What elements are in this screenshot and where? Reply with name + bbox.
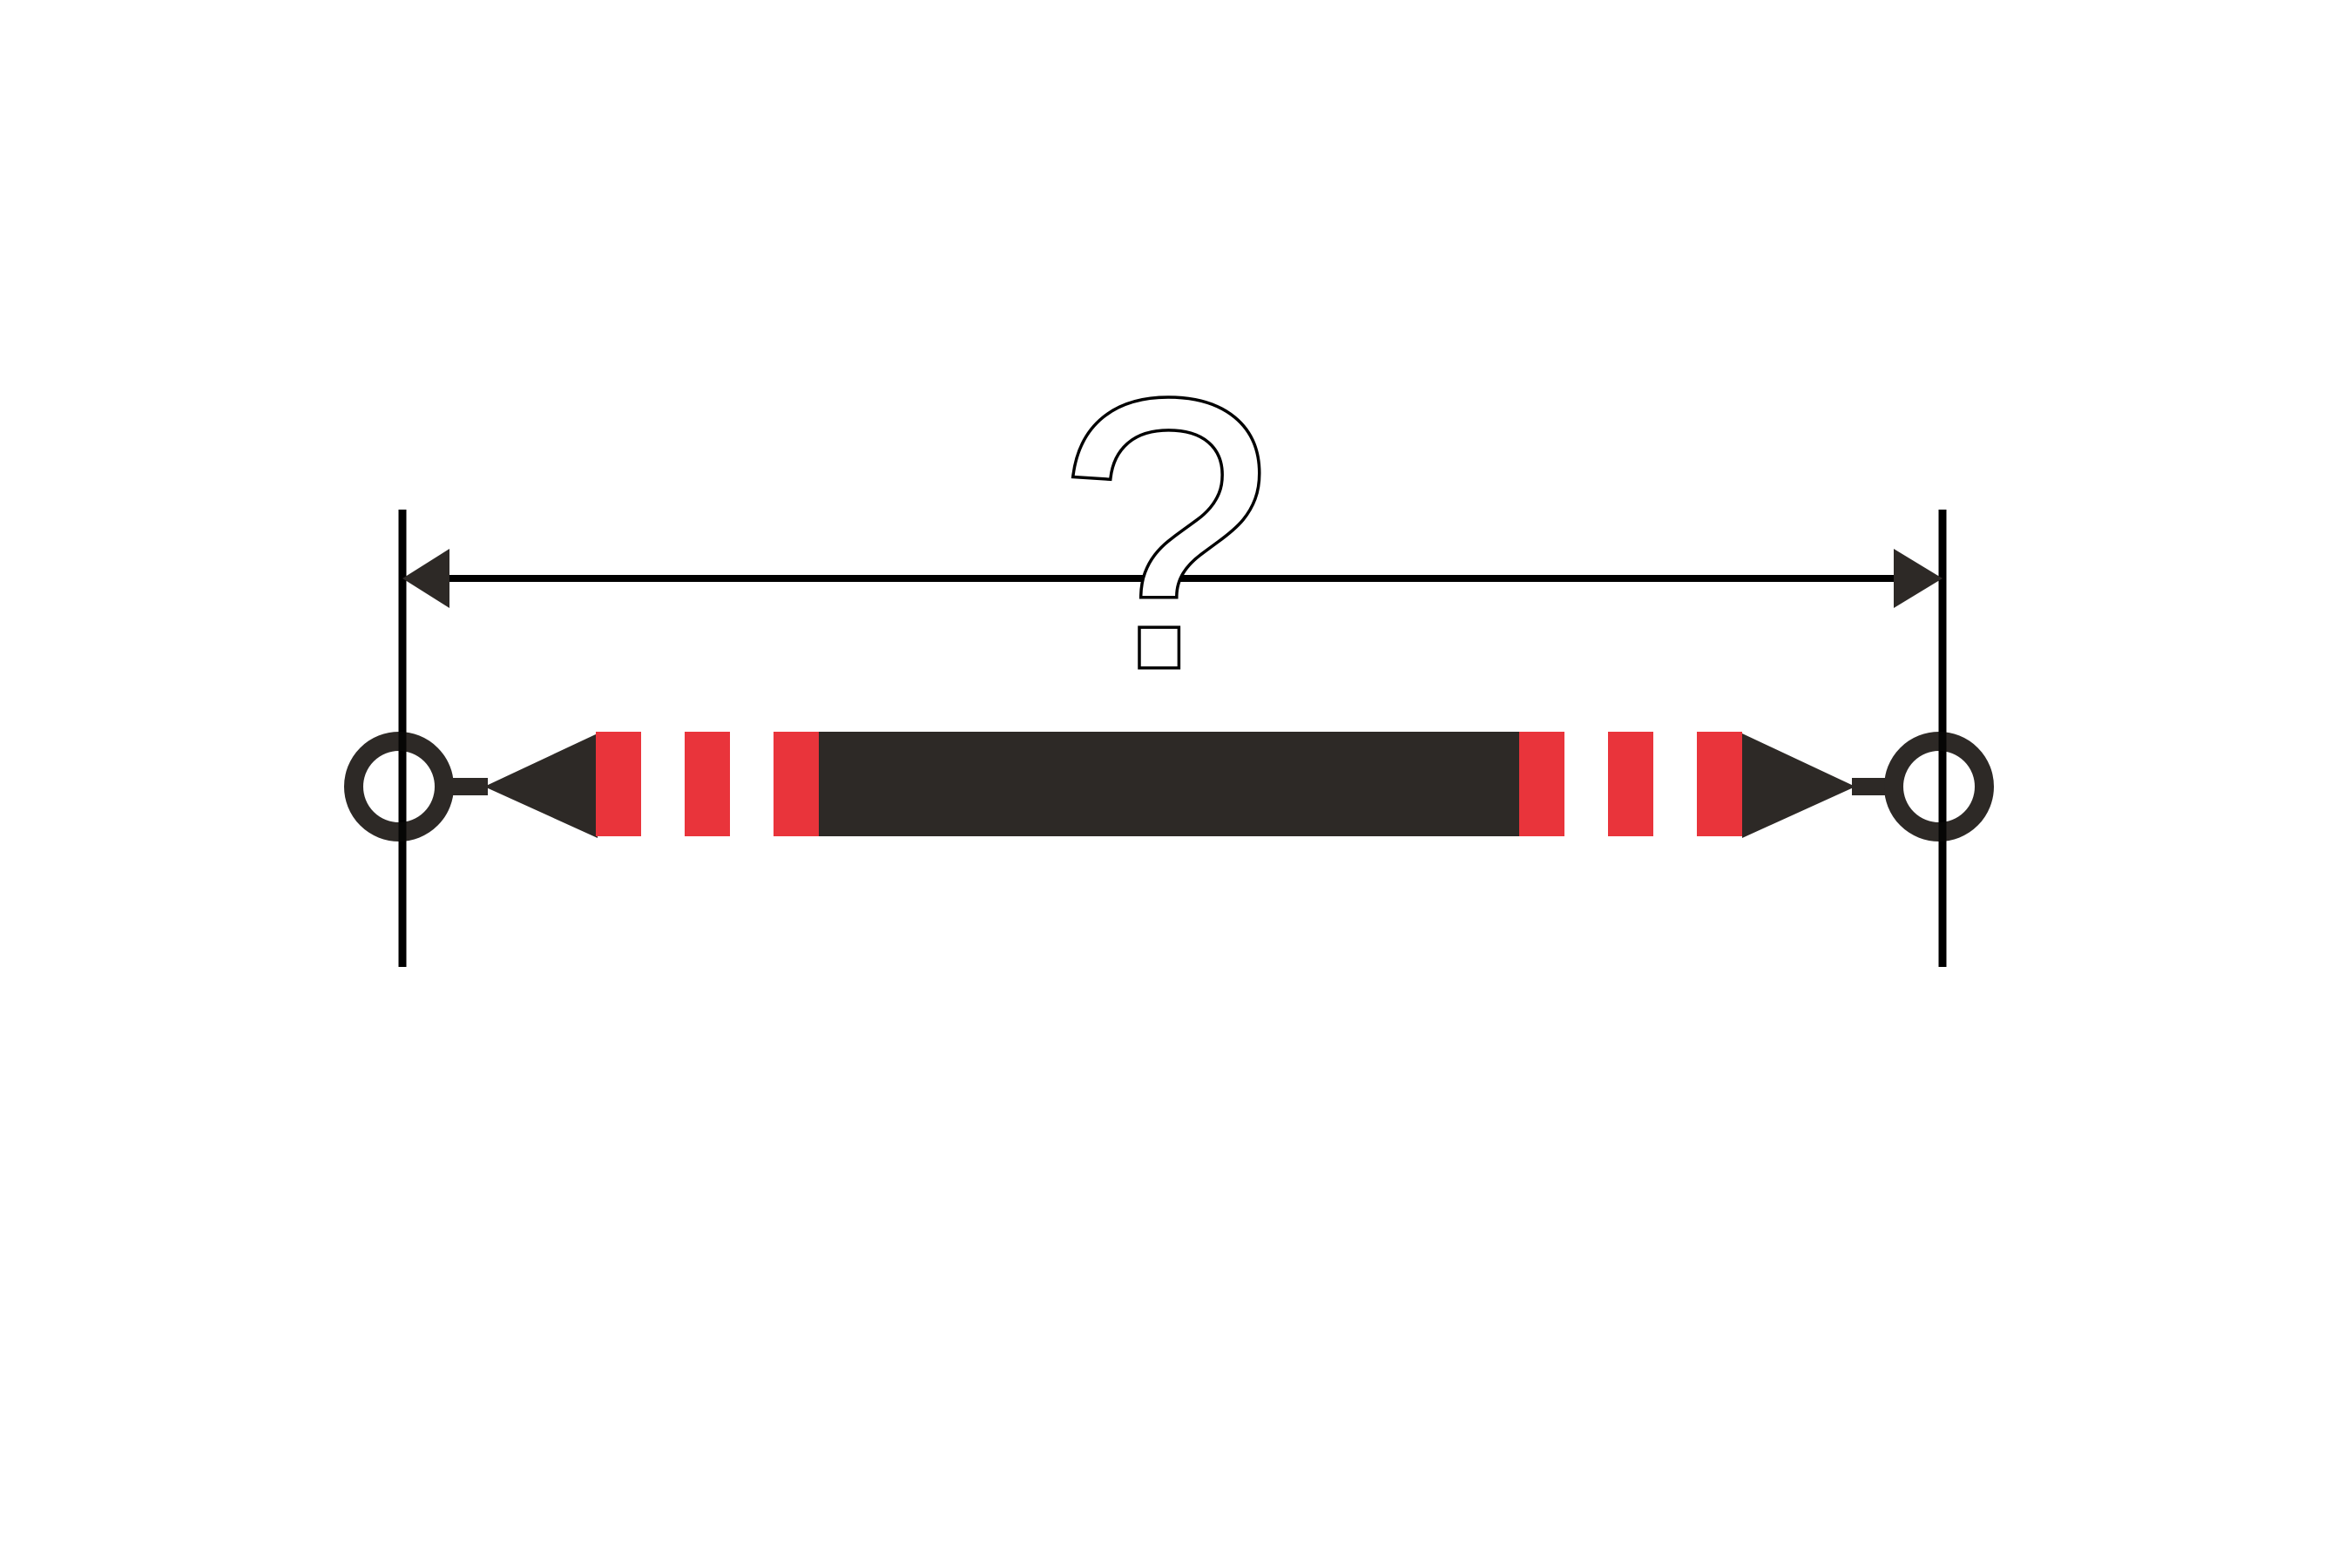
left-stripe-1 bbox=[596, 732, 641, 836]
right-cone-icon bbox=[1742, 733, 1855, 838]
right-stripe-1 bbox=[1519, 732, 1564, 836]
right-stripe-3 bbox=[1697, 732, 1742, 836]
dimension-arrowhead-left bbox=[402, 549, 449, 608]
left-cone-icon bbox=[484, 733, 598, 838]
unknown-length-label: ? bbox=[1059, 321, 1273, 748]
bar-assembly bbox=[344, 732, 1994, 841]
left-stripe-3 bbox=[774, 732, 819, 836]
right-stripe-2 bbox=[1608, 732, 1653, 836]
left-stripe-2 bbox=[685, 732, 730, 836]
dimension-arrow-icon bbox=[402, 549, 1942, 608]
dimension-arrowhead-right bbox=[1894, 549, 1942, 608]
left-connector bbox=[444, 778, 488, 795]
bar-body bbox=[819, 732, 1519, 836]
